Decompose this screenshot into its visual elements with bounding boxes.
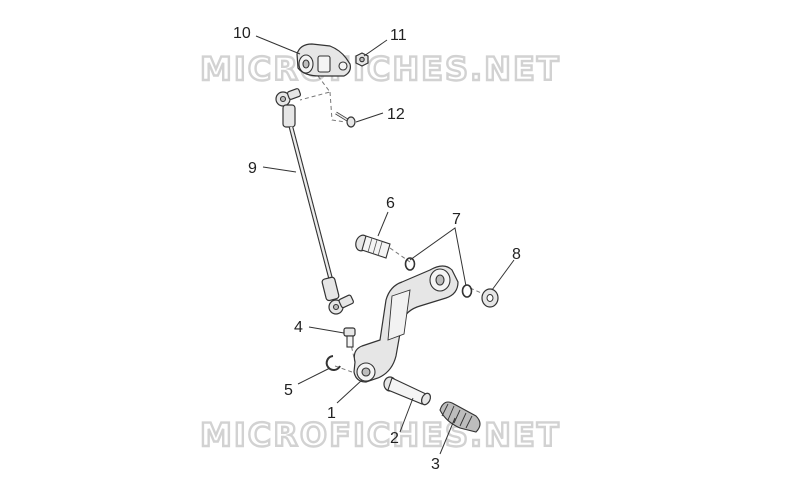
leader-10 (255, 35, 301, 55)
callout-6: 6 (386, 195, 395, 212)
callout-3: 3 (431, 456, 440, 473)
callout-7: 7 (452, 211, 461, 228)
callout-numbers: 10 11 12 9 6 7 8 4 5 1 2 3 (233, 25, 521, 473)
part-12-screw (335, 111, 356, 128)
callout-4: 4 (294, 319, 303, 336)
leader-lines (255, 35, 515, 455)
leader-11 (363, 39, 388, 57)
watermark-bottom: MICROFICHES.NET (200, 416, 561, 454)
callout-1: 1 (327, 405, 336, 422)
part-11-nut (355, 52, 369, 67)
callout-2: 2 (390, 430, 399, 447)
watermark-top: MICROFICHES.NET (200, 50, 561, 88)
leader-6 (377, 211, 389, 237)
callout-11: 11 (390, 27, 407, 44)
leader-1 (336, 379, 363, 404)
part-8-washer (481, 288, 499, 308)
part-3-rubber-footpeg (439, 401, 481, 433)
part-6-pivot-bolt (355, 234, 391, 259)
callout-12: 12 (387, 106, 405, 123)
leader-5 (297, 367, 331, 385)
part-10-clamp-lever (296, 43, 351, 77)
leader-4 (308, 326, 345, 334)
leader-12 (355, 112, 384, 123)
callout-5: 5 (284, 382, 293, 399)
leader-7 (409, 227, 467, 287)
part-7-o-rings (404, 257, 473, 298)
part-1-gear-shift-lever (353, 265, 459, 383)
callout-10: 10 (233, 25, 251, 42)
leader-3 (439, 417, 456, 455)
part-4-small-screw (343, 327, 356, 348)
part-2-footrest-pin (383, 376, 432, 406)
leader-9 (262, 166, 297, 173)
part-5-circlip (325, 355, 341, 371)
callout-8: 8 (512, 246, 521, 263)
callout-9: 9 (248, 160, 257, 177)
leader-8 (491, 259, 515, 291)
part-9-linkage-rod (275, 88, 354, 315)
leader-2 (399, 397, 414, 433)
